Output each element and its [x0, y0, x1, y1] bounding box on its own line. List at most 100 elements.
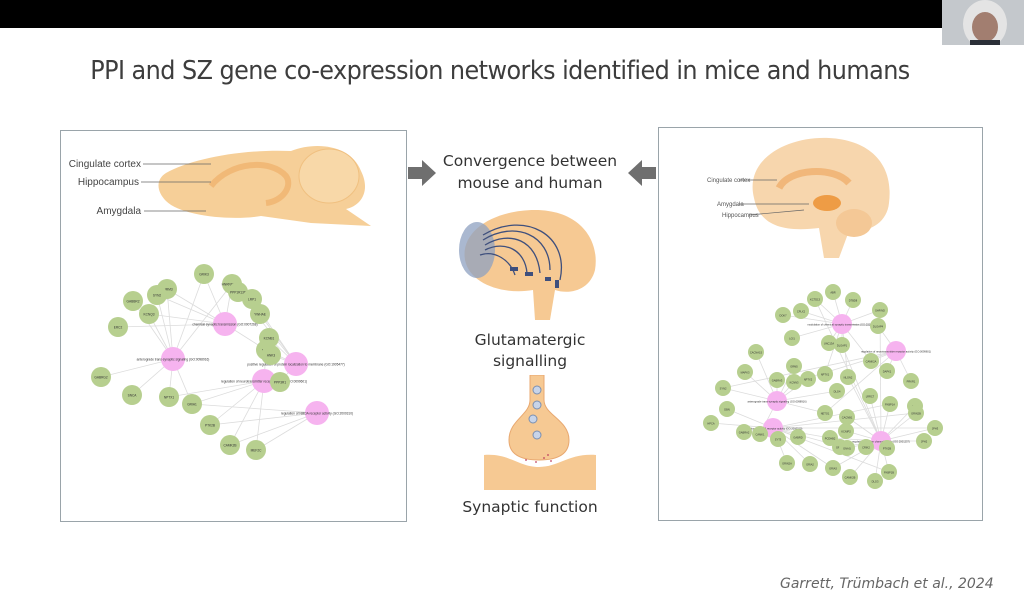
gene-node — [159, 387, 179, 407]
gene-node — [863, 353, 879, 369]
gene-label: DTBD8 — [849, 299, 858, 303]
gene-node — [779, 455, 795, 471]
network-edge — [229, 412, 318, 446]
gene-label: PPP3R1 — [274, 381, 286, 385]
network-edge — [148, 313, 226, 325]
gene-node — [916, 433, 932, 449]
network-edge — [229, 380, 265, 446]
gene-node — [91, 367, 111, 387]
gene-label: SYT5 — [775, 438, 782, 442]
gene-label: SNCA — [128, 394, 138, 398]
network-edge — [117, 323, 226, 328]
gene-label: JPH2 — [921, 440, 928, 444]
convergence-line-2: mouse and human — [457, 174, 603, 192]
go-term-label: regulation of NMDA receptor activity (GO… — [744, 427, 803, 431]
gene-node — [882, 396, 898, 412]
gene-label: PTK2B — [205, 424, 215, 428]
gene-node — [242, 289, 262, 309]
gene-label: ABR — [830, 291, 835, 295]
gene-node — [840, 369, 856, 385]
mouse-label-amygdala: Amygdala — [97, 206, 142, 217]
gene-label: PPP1R13B — [230, 291, 246, 295]
mouse-label-cingulate: Cingulate cortex — [69, 159, 141, 170]
go-term-label: regulation of neurotransmitter receptor … — [861, 350, 931, 354]
go-term-node — [886, 341, 906, 361]
gene-node — [821, 335, 837, 351]
gene-label: KCNB1 — [264, 337, 275, 341]
gene-node — [259, 328, 279, 348]
go-term-node — [161, 347, 185, 371]
gene-label: FKBP1A — [885, 403, 895, 407]
gene-label: NPTX2 — [804, 378, 813, 382]
gene-label: ANK3 — [267, 354, 276, 358]
gene-node — [793, 303, 809, 319]
gene-label: DOK7 — [779, 314, 787, 318]
gene-node — [927, 420, 943, 436]
gene-label: GABRA2 — [739, 431, 750, 435]
gene-label: CAMK1 — [756, 433, 765, 437]
gene-label: GRIA1 — [187, 403, 197, 407]
gene-node — [839, 440, 855, 456]
human-label-cingulate: Cingulate cortex — [707, 178, 750, 184]
go-term-node — [213, 312, 237, 336]
gene-node — [825, 284, 841, 300]
gene-label: LRP1 — [248, 298, 256, 302]
gene-label: DLGAP4 — [873, 325, 884, 329]
gene-node — [715, 380, 731, 396]
go-term-label: regulation of neurotransmitter receptor … — [221, 380, 307, 384]
gene-label: GRIK3 — [199, 273, 209, 277]
glutamatergic-line-1: Glutamatergic — [474, 331, 586, 349]
gene-node — [867, 473, 883, 489]
gene-label: ERC2 — [114, 326, 123, 330]
gene-node — [790, 429, 806, 445]
gene-node — [802, 456, 818, 472]
gene-node — [261, 345, 281, 365]
go-term-label: anterograde trans-synaptic signaling (GO… — [137, 358, 210, 362]
gene-node — [879, 363, 895, 379]
gene-label: PRKR1 — [907, 380, 916, 384]
gene-label: CAMK2A — [866, 360, 877, 364]
presenter-avatar-icon — [942, 0, 1024, 45]
glutamatergic-label: Glutamatergic signalling — [450, 330, 610, 372]
gene-label: LRRC7 — [866, 395, 875, 399]
gene-node — [246, 440, 266, 460]
gene-label: PCDHB2 — [825, 437, 836, 441]
gene-node — [250, 304, 270, 324]
glutamatergic-line-2: signalling — [492, 352, 568, 370]
gene-node — [800, 371, 816, 387]
presenter-webcam[interactable] — [942, 0, 1024, 45]
gene-node — [200, 415, 220, 435]
gene-node — [147, 285, 167, 305]
gene-node — [719, 401, 735, 417]
gene-node — [881, 464, 897, 480]
gene-label: CAMK2B — [223, 444, 236, 448]
gene-label: GRIA2 — [806, 463, 814, 467]
human-label-hippocampus: Hippocampus — [722, 213, 759, 219]
gene-label: NLGN2 — [844, 376, 853, 380]
gene-label: DLG3 — [872, 480, 879, 484]
gene-label: GNAI1 — [843, 447, 851, 451]
gene-node — [838, 423, 854, 439]
gene-node — [829, 383, 845, 399]
gene-label: YWHAE — [254, 313, 266, 317]
gene-label: DAPK1 — [883, 370, 892, 374]
gene-node — [872, 302, 888, 318]
network-edge — [209, 412, 318, 426]
network-edge — [100, 358, 174, 378]
gene-label: LGI1 — [789, 337, 795, 341]
gene-label: MAPK3 — [741, 371, 750, 375]
gene-label: DBN — [724, 408, 730, 412]
network-edge — [172, 283, 233, 360]
gene-node — [839, 409, 855, 425]
gene-label: NPTX1 — [821, 373, 830, 377]
human-brain-sagittal-icon — [752, 137, 890, 258]
video-top-bar — [0, 0, 1024, 28]
gene-node — [769, 372, 785, 388]
gene-node — [786, 358, 802, 374]
gene-label: FKBP1B — [884, 471, 894, 475]
gene-node — [870, 318, 886, 334]
gene-label: NPTX1 — [164, 396, 175, 400]
go-term-label: anterograde trans-synaptic signaling (GO… — [747, 400, 806, 404]
go-term-node — [767, 391, 787, 411]
gene-node — [220, 435, 240, 455]
